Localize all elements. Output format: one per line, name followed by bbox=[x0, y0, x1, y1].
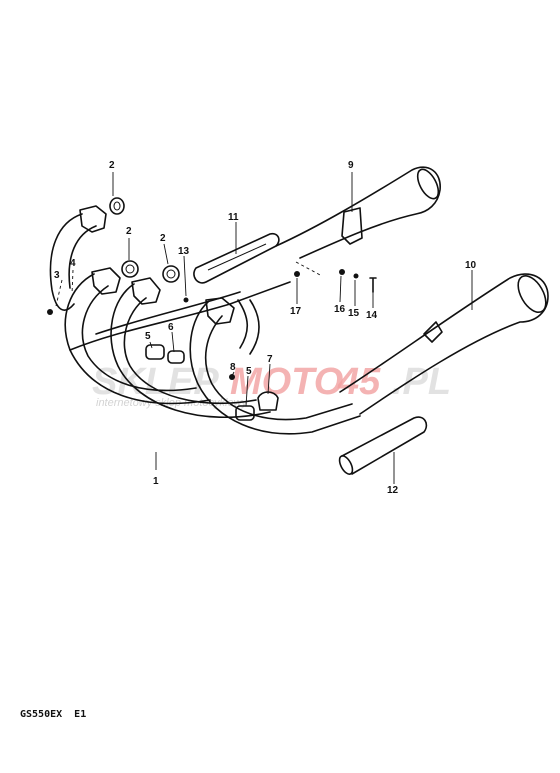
gasket-3 bbox=[162, 265, 180, 283]
callout-16: 16 bbox=[334, 304, 346, 315]
flange-2 bbox=[91, 267, 121, 295]
leader-assembly-arrow bbox=[295, 261, 323, 277]
joint-5a bbox=[145, 344, 165, 360]
bolts bbox=[47, 269, 377, 380]
leader-lines bbox=[55, 172, 473, 484]
heat-shield-11-body bbox=[193, 232, 280, 284]
leader-3 bbox=[55, 279, 63, 307]
muffler-upper-bracket bbox=[341, 207, 363, 245]
callout-7: 7 bbox=[267, 354, 273, 365]
gasket-3-hole bbox=[166, 269, 176, 279]
gasket-1-hole bbox=[113, 201, 121, 211]
callout-17: 17 bbox=[290, 306, 302, 317]
exhaust-header-pipes bbox=[49, 213, 361, 435]
leader-6 bbox=[171, 331, 175, 353]
callout-14: 14 bbox=[366, 310, 378, 321]
bolt-14 bbox=[369, 277, 377, 293]
rear-pipe-12 bbox=[338, 416, 428, 475]
callout-9: 9 bbox=[348, 160, 354, 171]
clamp-7 bbox=[257, 391, 279, 411]
muffler-lower-tip bbox=[517, 275, 547, 313]
bolt-3 bbox=[47, 309, 53, 315]
washer-15 bbox=[353, 273, 359, 279]
rear-pipe-12-end bbox=[338, 455, 354, 475]
callout-5a: 5 bbox=[145, 331, 151, 342]
callout-11: 11 bbox=[228, 212, 239, 223]
callout-8: 8 bbox=[230, 362, 236, 373]
header-pipe-4 bbox=[189, 301, 361, 435]
gasket-2-hole bbox=[125, 264, 135, 274]
leader-16 bbox=[339, 275, 342, 303]
leader-4 bbox=[71, 269, 74, 295]
muffler-lower-bracket bbox=[423, 321, 443, 343]
callout-6: 6 bbox=[168, 322, 174, 333]
leader-2c bbox=[163, 243, 169, 265]
heat-shield-11-rib bbox=[207, 243, 267, 271]
muffler-lower bbox=[339, 273, 549, 415]
collector-pipe bbox=[69, 281, 291, 351]
flange-3 bbox=[131, 277, 161, 305]
header-pipe-1 bbox=[49, 213, 97, 311]
gasket-1 bbox=[109, 197, 125, 215]
flange-4 bbox=[205, 297, 235, 325]
crossover-pipe bbox=[237, 299, 260, 355]
washer-17 bbox=[294, 271, 300, 277]
joint-5b bbox=[235, 405, 255, 421]
leader-5b bbox=[245, 375, 249, 407]
leader-5a bbox=[149, 341, 153, 349]
gaskets bbox=[109, 197, 180, 283]
watermark-brand-part2: MOTO bbox=[230, 361, 343, 403]
callout-1: 1 bbox=[153, 476, 159, 487]
callout-3: 3 bbox=[54, 270, 60, 281]
callout-4: 4 bbox=[70, 258, 76, 269]
joint-6 bbox=[167, 350, 185, 364]
callouts: 1 2 2 2 3 4 5 5 6 7 8 9 10 11 12 13 14 1… bbox=[54, 160, 477, 496]
leader-7 bbox=[267, 363, 271, 395]
header-pipe-3 bbox=[110, 283, 271, 419]
watermark-brand-part1: SKLEP bbox=[92, 361, 219, 403]
connector-joints bbox=[145, 344, 279, 421]
muffler-upper-tip bbox=[416, 168, 440, 200]
callout-2c: 2 bbox=[160, 233, 166, 244]
gasket-2 bbox=[121, 260, 139, 278]
model-code: GS550EX E1 bbox=[20, 709, 86, 720]
nut-16 bbox=[339, 269, 345, 275]
watermark-brand-part3: 45 bbox=[337, 361, 381, 403]
callout-13: 13 bbox=[178, 246, 190, 257]
heat-shield-11 bbox=[193, 232, 280, 284]
flange-1 bbox=[79, 205, 107, 233]
callout-5b: 5 bbox=[246, 366, 252, 377]
callout-15: 15 bbox=[348, 308, 360, 319]
bolt-13 bbox=[183, 297, 189, 303]
rear-pipe-12-body bbox=[341, 416, 428, 475]
callout-12: 12 bbox=[387, 485, 399, 496]
leader-13 bbox=[183, 255, 187, 297]
leader-8 bbox=[231, 371, 235, 377]
muffler-upper-body bbox=[275, 166, 441, 259]
callout-2a: 2 bbox=[109, 160, 115, 171]
pipe-flanges bbox=[79, 205, 235, 325]
watermark-brand-part4: .PL bbox=[392, 361, 451, 403]
callout-2b: 2 bbox=[126, 226, 132, 237]
callout-10: 10 bbox=[465, 260, 477, 271]
muffler-upper bbox=[275, 166, 441, 259]
bolt-8 bbox=[229, 374, 235, 380]
